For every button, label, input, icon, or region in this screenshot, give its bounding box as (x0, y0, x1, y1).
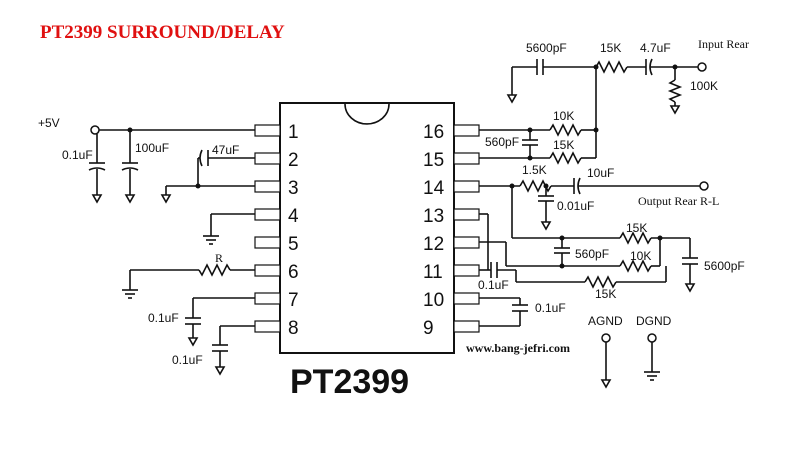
pin-8-label: 8 (288, 318, 299, 339)
pin-6-label: 6 (288, 262, 299, 283)
pin-10-label: 10 (423, 290, 444, 311)
pin-11-label: 11 (423, 262, 443, 283)
pin-12-label: 12 (423, 234, 444, 255)
left-pins (254, 124, 281, 333)
pin-15-label: 15 (423, 150, 444, 171)
left-circuit (88, 125, 255, 376)
cap-label: 0.1uF (172, 353, 203, 367)
resistor-label: 10K (630, 249, 651, 263)
cap-label: 0.01uF (557, 199, 594, 213)
cap-label: 0.1uF (478, 278, 509, 292)
cap-label: 0.1uF (62, 148, 93, 162)
cap-label: 0.1uF (148, 311, 179, 325)
pin-4-label: 4 (288, 206, 299, 227)
right-circuit (479, 58, 709, 389)
resistor-label: 15K (600, 41, 621, 55)
chip-name: PT2399 (290, 363, 409, 401)
agnd-label: AGND (588, 314, 623, 328)
input-rear-label: Input Rear (698, 37, 749, 51)
cap-label: 0.1uF (535, 301, 566, 315)
pin-14-label: 14 (423, 178, 445, 199)
cap-label: 10uF (587, 166, 614, 180)
ic-notch (344, 103, 390, 125)
pin-5-label: 5 (288, 234, 299, 255)
resistor-label: 100K (690, 79, 718, 93)
ic-body (279, 102, 455, 354)
pin-13-label: 13 (423, 206, 444, 227)
pin-16-label: 16 (423, 122, 444, 143)
cap-label: 4.7uF (640, 41, 671, 55)
diagram-title: PT2399 SURROUND/DELAY (40, 22, 285, 43)
cap-label: 5600pF (704, 259, 745, 273)
resistor-label: 15K (553, 138, 574, 152)
pin-2-label: 2 (288, 150, 299, 171)
pin-3-label: 3 (288, 178, 299, 199)
cap-label: 5600pF (526, 41, 567, 55)
pin-9-label: 9 (423, 318, 434, 339)
resistor-label: 10K (553, 109, 574, 123)
resistor-label: 15K (595, 287, 616, 301)
cap-label: 47uF (212, 143, 239, 157)
resistor-label: 1.5K (522, 163, 547, 177)
supply-label: +5V (38, 116, 60, 130)
dgnd-label: DGND (636, 314, 672, 328)
cap-label: 100uF (135, 141, 169, 155)
resistor-label: 15K (626, 221, 647, 235)
cap-label: 560pF (485, 135, 519, 149)
resistor-label: R (215, 251, 223, 265)
cap-label: 560pF (575, 247, 609, 261)
output-rear-label: Output Rear R-L (638, 194, 719, 208)
website-label: www.bang-jefri.com (466, 341, 570, 355)
right-pins (453, 124, 480, 333)
supply-terminal (90, 125, 100, 135)
pin-1-label: 1 (288, 122, 299, 143)
pin-7-label: 7 (288, 290, 299, 311)
